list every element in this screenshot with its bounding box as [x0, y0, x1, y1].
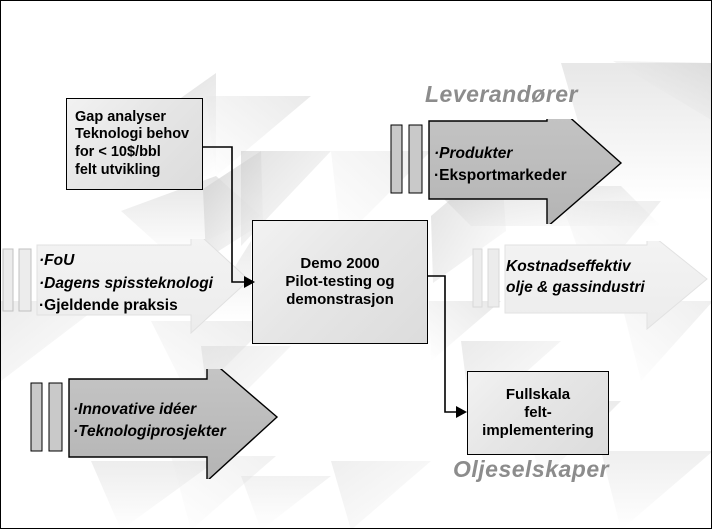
arrow-kostnadseffektiv-text: Kostnadseffektiv olje & gassindustri: [506, 256, 696, 299]
fou-line-2: ·Dagens spissteknologi: [39, 274, 213, 292]
fullskala-text: Fullskala felt- implementering: [482, 385, 594, 440]
box-fullskala-implementering[interactable]: Fullskala felt- implementering: [467, 371, 609, 455]
box-gap-analyser[interactable]: Gap analyser Teknologi behov for < 10$/b…: [66, 98, 203, 190]
fou-line-1: ·FoU: [39, 252, 75, 269]
label-leverandorer: Leverandører: [425, 81, 579, 107]
gap-analyser-text: Gap analyser Teknologi behov for < 10$/b…: [75, 108, 190, 178]
innovative-line-1: ·Innovative idéer: [73, 401, 197, 418]
arrow-leverandor-text: ·Produkter ·Eksportmarkeder: [434, 143, 614, 187]
arrow-fou-text: ·FoU ·Dagens spissteknologi ·Gjeldende p…: [39, 250, 254, 318]
box-demo-2000[interactable]: Demo 2000 Pilot-testing og demonstrasjon: [252, 220, 428, 344]
arrow-innovative-text: ·Innovative idéer ·Teknologiprosjekter: [73, 399, 288, 444]
demo-2000-text: Demo 2000 Pilot-testing og demonstrasjon: [285, 254, 395, 309]
kostnad-line-2: olje & gassindustri: [506, 279, 645, 297]
innovative-line-2: ·Teknologiprosjekter: [73, 423, 226, 441]
produkter-line-1: ·Produkter: [434, 145, 513, 162]
kostnad-line-1: Kostnadseffektiv: [506, 258, 631, 275]
fou-line-3: ·Gjeldende praksis: [39, 297, 178, 315]
produkter-line-2: ·Eksportmarkeder: [434, 167, 567, 184]
label-oljeselskaper: Oljeselskaper: [453, 456, 610, 482]
